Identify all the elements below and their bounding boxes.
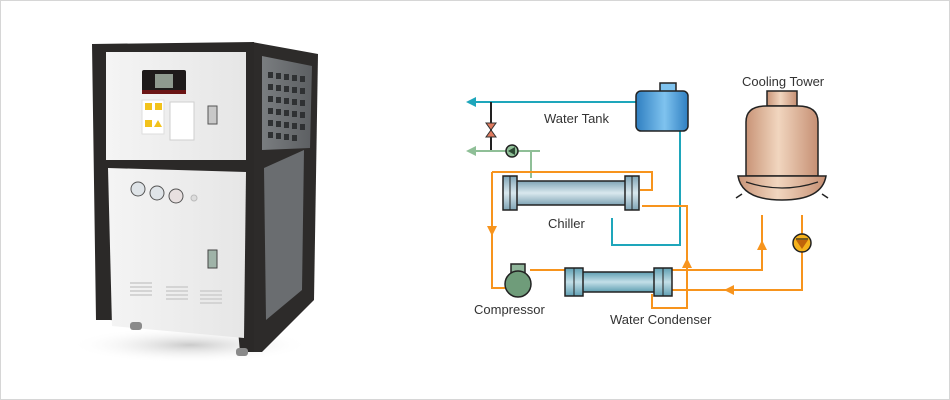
- water-condenser: [564, 267, 673, 297]
- cooling-tower-label: Cooling Tower: [742, 74, 825, 89]
- pump-arrow: [508, 147, 515, 155]
- compressor: [504, 263, 532, 298]
- warning-triangle-icon: [154, 120, 162, 127]
- valve-icon: [485, 129, 497, 138]
- upper-door-handle: [207, 105, 218, 125]
- lower-door-handle: [207, 249, 218, 269]
- chilled-water-line: [470, 101, 681, 246]
- indicator-light: [190, 194, 198, 202]
- side-grille: [268, 72, 305, 141]
- valve-icon: [485, 122, 497, 131]
- warning-icon: [145, 103, 152, 110]
- warning-icon: [145, 120, 152, 127]
- flow-arrow: [724, 285, 734, 295]
- flow-arrow: [757, 240, 767, 250]
- water-condenser-label: Water Condenser: [610, 312, 712, 327]
- water-tank: [635, 82, 689, 132]
- flow-arrow: [466, 97, 476, 107]
- pressure-gauge: [130, 181, 146, 197]
- water-tank-label: Water Tank: [544, 111, 610, 126]
- info-label: [169, 101, 195, 141]
- controller-screen: [155, 74, 173, 88]
- chiller-exchanger: [502, 175, 640, 211]
- pressure-gauge: [149, 185, 165, 201]
- warning-icon: [155, 103, 162, 110]
- caster-wheel: [130, 322, 142, 330]
- pressure-gauge: [168, 188, 184, 204]
- process-return-line: [470, 150, 540, 178]
- pump-arrow: [796, 240, 808, 249]
- chiller-label: Chiller: [548, 216, 586, 231]
- front-vents: [130, 282, 222, 304]
- side-lower-panel: [264, 150, 304, 320]
- flow-arrow: [487, 226, 497, 236]
- flow-arrow: [682, 258, 692, 268]
- caster-wheel: [236, 348, 248, 356]
- compressor-label: Compressor: [474, 302, 545, 317]
- controller-accent: [142, 90, 186, 94]
- cooling-tower: [735, 90, 829, 201]
- flow-arrow: [466, 146, 476, 156]
